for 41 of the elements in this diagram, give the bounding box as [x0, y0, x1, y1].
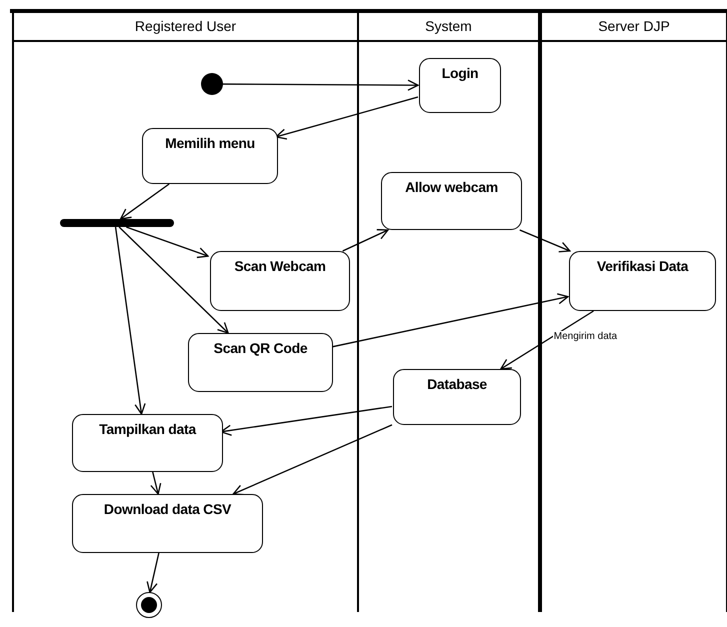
flow-arrow [220, 406, 392, 436]
flow-arrow [118, 226, 229, 334]
fork-bar [60, 219, 174, 227]
action-label: Tampilkan data [99, 421, 196, 437]
action-box [210, 251, 350, 311]
action-label: Database [427, 376, 487, 392]
action-box [381, 172, 522, 230]
flow-arrow [275, 96, 418, 140]
action-box [142, 128, 278, 184]
action-box [188, 333, 333, 392]
flow-arrow [120, 183, 170, 220]
action-box [72, 494, 263, 553]
action-box [419, 58, 501, 113]
action-label: Scan QR Code [214, 340, 308, 356]
flow-arrow [232, 424, 392, 496]
flow-arrow [330, 293, 569, 348]
swimlane [358, 12, 541, 612]
edge-label: Mengirim data [552, 331, 618, 342]
action-box [72, 414, 223, 472]
action-label: Verifikasi Data [596, 258, 688, 274]
lane-header: Registered User [14, 12, 357, 42]
flow-arrow [342, 229, 389, 252]
flow-arrow [146, 552, 160, 593]
flow-arrow [519, 229, 571, 252]
flow-arrow [150, 472, 162, 495]
action-label: Download data CSV [104, 501, 232, 517]
lane-header: System [359, 12, 538, 42]
lane-header: Server DJP [542, 12, 726, 42]
action-box [393, 369, 521, 425]
action-box [569, 251, 716, 311]
flow-arrow [114, 226, 146, 415]
action-label: Allow webcam [405, 179, 498, 195]
final-node [136, 592, 162, 618]
action-label: Memilih menu [165, 135, 255, 151]
swimlane [541, 12, 727, 612]
flow-arrow [221, 80, 419, 91]
flow-arrow [500, 310, 594, 370]
initial-node [201, 73, 223, 95]
flow-arrow [126, 226, 209, 258]
action-label: Login [442, 65, 478, 81]
action-label: Scan Webcam [234, 258, 326, 274]
